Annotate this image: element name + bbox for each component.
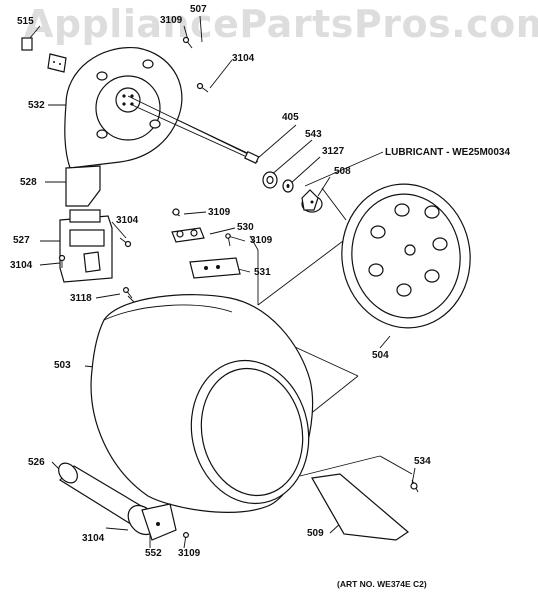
part-502-plate (47, 53, 67, 73)
part-552-mount (141, 503, 177, 541)
part-405-shaft (127, 95, 260, 164)
part-528-duct (65, 165, 101, 207)
label-515: 515 (17, 16, 34, 27)
label-534: 534 (414, 456, 431, 467)
watermark: AppliancePartsPros.com (24, 2, 538, 46)
label-3109-mid2: 3109 (250, 235, 273, 246)
screw-3109-bottom (183, 531, 190, 538)
label-528: 528 (20, 177, 37, 188)
screw-3118 (122, 287, 133, 299)
label-3104-bottom: 3104 (82, 533, 105, 544)
label-504: 504 (372, 350, 389, 361)
label-3104-mid: 3104 (116, 215, 139, 226)
part-509-slide (311, 473, 409, 541)
part-532-rear-bulkhead (64, 47, 183, 169)
part-508-hub (301, 189, 323, 213)
part-543-bushing (262, 171, 278, 189)
screws-top (182, 36, 209, 93)
part-515-bracket (21, 37, 33, 51)
label-3127: 3127 (322, 146, 345, 157)
part-531-plate (189, 257, 241, 279)
art-number: (ART NO. WE374E C2) (337, 579, 427, 589)
label-lubricant: LUBRICANT - WE25M0034 (385, 147, 511, 158)
label-530: 530 (237, 222, 254, 233)
part-530-switch (171, 208, 205, 243)
label-405: 405 (282, 112, 299, 123)
label-3109-bottom: 3109 (178, 548, 201, 559)
screw-3109-mid (225, 233, 231, 247)
label-3109-mid: 3109 (208, 207, 231, 218)
part-504-drum-head (341, 183, 471, 329)
label-532: 532 (28, 100, 45, 111)
label-543: 543 (305, 129, 322, 140)
label-508: 508 (334, 166, 351, 177)
label-509: 509 (307, 528, 324, 539)
screw-534 (410, 479, 419, 493)
label-3109-top: 3109 (160, 15, 183, 26)
part-3127-washer (282, 179, 294, 193)
screws-bracket (58, 237, 132, 268)
label-526: 526 (28, 457, 45, 468)
label-552: 552 (145, 548, 162, 559)
label-3104-top: 3104 (232, 53, 255, 64)
part-503-drum (90, 294, 314, 513)
label-507: 507 (190, 4, 207, 15)
label-531: 531 (254, 267, 271, 278)
label-3104-left: 3104 (10, 260, 33, 271)
part-527-bracket (59, 209, 113, 283)
label-503: 503 (54, 360, 71, 371)
label-3118: 3118 (70, 293, 92, 304)
label-527: 527 (13, 235, 30, 246)
